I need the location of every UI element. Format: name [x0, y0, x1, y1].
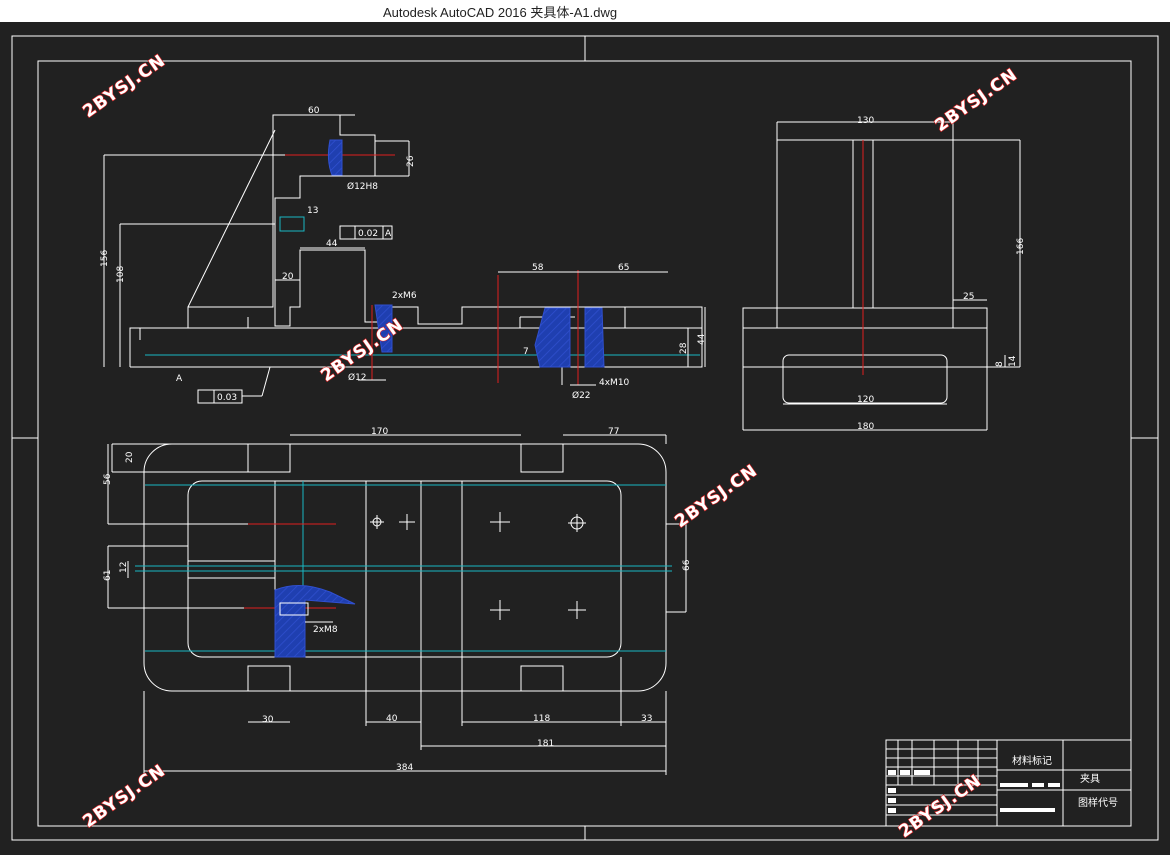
dim-58: 58	[532, 263, 544, 273]
thread-2xm8: 2xM8	[313, 625, 338, 635]
dim-120: 120	[857, 395, 874, 405]
window-title: Autodesk AutoCAD 2016 夹具体-A1.dwg	[382, 4, 618, 20]
watermark-4: 2BYSJ.CN	[671, 461, 761, 532]
dim-384: 384	[396, 763, 413, 773]
dim-7: 7	[523, 347, 529, 357]
top-view-labels: 170 77 20 56 61 12 66 2xM8 30 40 118 33 …	[103, 427, 692, 773]
dim-20: 20	[125, 451, 135, 463]
dim-phi12: Ø12	[348, 372, 367, 383]
perp-datum: A	[385, 229, 392, 239]
dim-phi22: Ø22	[572, 390, 591, 401]
title-block	[885, 739, 1132, 827]
title-block-fills	[888, 770, 1060, 813]
drawing-svg: 60 26 Ø12H8 156 108 44 20 13 0.02 A 2xM6…	[11, 35, 1159, 843]
dim-166: 166	[1016, 238, 1026, 255]
dim-26: 26	[406, 155, 416, 167]
title-block-labels: 材料标记 夹具 图样代号	[1012, 754, 1118, 809]
sheet-border	[11, 35, 1159, 841]
thread-4xm10: 4xM10	[599, 378, 630, 388]
thread-2xm6: 2xM6	[392, 291, 417, 301]
watermarks: 2BYSJ.CN 2BYSJ.CN 2BYSJ.CN 2BYSJ.CN 2BYS…	[79, 50, 1022, 843]
dim-61: 61	[103, 570, 113, 581]
top-view	[107, 434, 687, 775]
side-view-labels: 130 166 25 120 180 8 14	[857, 116, 1026, 432]
datum-a: A	[176, 374, 183, 384]
dim-60: 60	[308, 106, 320, 116]
dim-8: 8	[995, 361, 1005, 367]
front-view-labels: 60 26 Ø12H8 156 108 44 20 13 0.02 A 2xM6…	[100, 106, 707, 403]
side-view	[742, 121, 1021, 431]
watermark-5: 2BYSJ.CN	[79, 761, 169, 832]
dim-30: 30	[262, 715, 274, 725]
dim-14: 14	[1008, 355, 1018, 367]
perp-tolerance: 0.02	[358, 229, 378, 239]
dim-phi12h8: Ø12H8	[347, 181, 378, 192]
dim-56: 56	[103, 473, 113, 485]
dim-28: 28	[679, 342, 689, 354]
dim-20: 20	[282, 272, 294, 282]
title-bar: Autodesk AutoCAD 2016 夹具体-A1.dwg	[0, 0, 1170, 22]
dim-66: 66	[682, 559, 692, 571]
watermark-6: 2BYSJ.CN	[895, 771, 985, 842]
dim-12: 12	[119, 562, 129, 573]
drawing-number: 图样代号	[1078, 796, 1118, 809]
dim-44: 44	[326, 239, 338, 249]
dim-181: 181	[537, 739, 554, 749]
dim-108: 108	[116, 266, 126, 283]
dim-156: 156	[100, 250, 110, 267]
dim-170: 170	[371, 427, 388, 437]
dim-130: 130	[857, 116, 874, 126]
dim-25: 25	[963, 292, 974, 302]
dim-33: 33	[641, 714, 652, 724]
drawing-canvas[interactable]: 60 26 Ø12H8 156 108 44 20 13 0.02 A 2xM6…	[0, 22, 1170, 851]
dim-118: 118	[533, 714, 550, 724]
dim-44b: 44	[697, 333, 707, 345]
dim-180: 180	[857, 422, 874, 432]
part-name: 夹具	[1080, 772, 1100, 785]
front-view	[103, 114, 706, 404]
dim-77: 77	[608, 427, 619, 437]
material-mark: 材料标记	[1012, 754, 1052, 767]
flat-tolerance: 0.03	[217, 393, 237, 403]
watermark-2: 2BYSJ.CN	[931, 65, 1021, 136]
dim-65: 65	[618, 263, 629, 273]
dim-13: 13	[307, 206, 318, 216]
dim-40: 40	[386, 714, 398, 724]
